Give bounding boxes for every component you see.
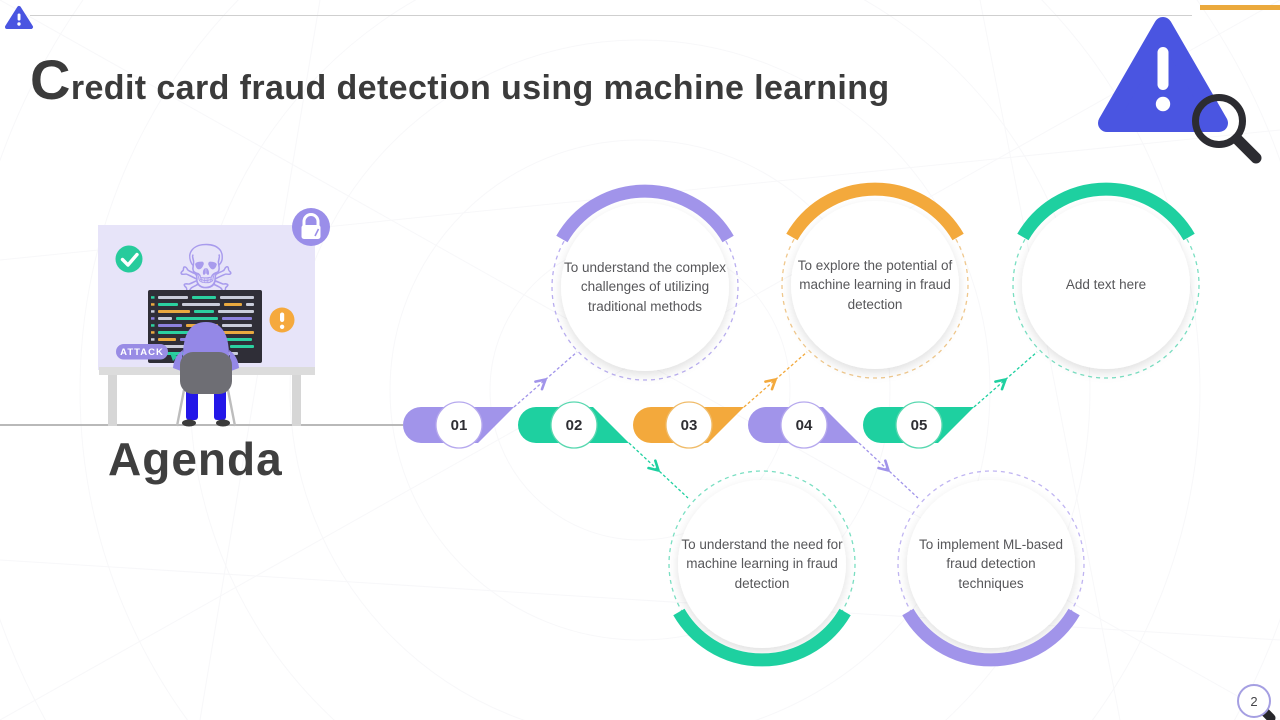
lock-icon [292, 208, 330, 246]
agenda-divider-line [0, 424, 403, 426]
step-number-03: 03 [680, 416, 698, 434]
timeline-pills [403, 401, 974, 449]
magnifier-icon [1192, 94, 1262, 164]
step-number-01: 01 [450, 416, 468, 434]
page-number-badge: 2 [1237, 684, 1271, 718]
cursor-icon [170, 353, 178, 361]
slide-title: Credit card fraud detection using machin… [30, 46, 890, 113]
agenda-circle-05 [1012, 182, 1200, 379]
agenda-text-03: To explore the potential of machine lear… [797, 258, 953, 312]
agenda-text-02: To understand the need for machine learn… [681, 537, 843, 591]
check-icon [115, 245, 143, 273]
step-number-04: 04 [795, 416, 813, 434]
step-number-02: 02 [565, 416, 583, 434]
title-drop-cap: C [30, 48, 71, 111]
warning-triangle-icon-large [1098, 17, 1262, 164]
hacker-illustration: ☠ [98, 208, 330, 427]
connector-arrows [513, 351, 1038, 499]
alert-icon [269, 307, 295, 333]
agenda-circle-04 [897, 470, 1085, 667]
agenda-text-01: To understand the complex challenges of … [563, 260, 727, 314]
hacker-figure [173, 322, 239, 427]
agenda-circle-03 [781, 182, 969, 379]
top-divider-line [30, 15, 1192, 16]
title-text: redit card fraud detection using machine… [70, 69, 890, 107]
attack-label: ATTACK [120, 346, 164, 358]
agenda-circle-01 [551, 184, 739, 381]
section-heading-agenda: Agenda [108, 433, 283, 485]
top-orange-accent [1200, 5, 1280, 10]
agenda-text-05-placeholder[interactable]: Add text here [1065, 277, 1147, 293]
step-number-05: 05 [910, 416, 928, 434]
agenda-text-04: To implement ML-based fraud detection te… [918, 537, 1064, 591]
warning-triangle-icon-small [5, 6, 33, 29]
attack-pill [116, 344, 168, 360]
agenda-circle-02 [668, 470, 856, 667]
